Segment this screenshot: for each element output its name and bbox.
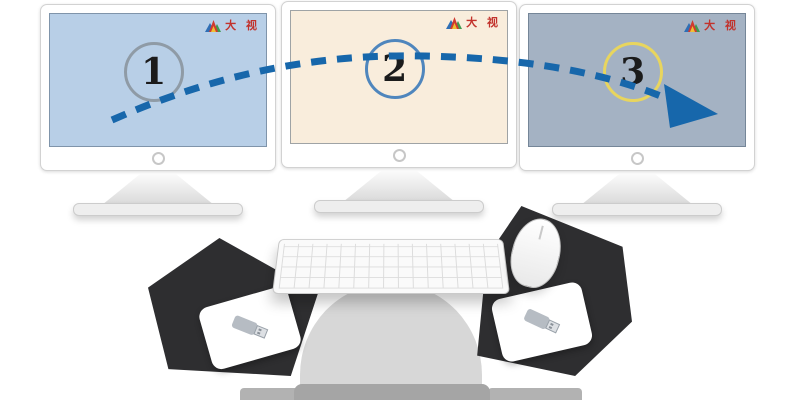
usb-flash-drive-icon	[231, 315, 269, 339]
brand-logo: 大 视	[684, 17, 739, 33]
brand-logo: 大 视	[446, 14, 501, 30]
monitor-2-chin	[290, 144, 508, 167]
device-base-right	[488, 388, 582, 400]
step-circle-3: 3	[602, 42, 663, 103]
brand-mountain-icon	[446, 16, 463, 29]
monitor-1-stand-base	[73, 203, 243, 216]
monitor-3-stand-neck	[581, 174, 693, 205]
brand-logo-text: 大 视	[466, 16, 501, 29]
usb-dongle-left	[196, 284, 304, 372]
brand-logo-text: 大 视	[225, 19, 260, 32]
step-number-3: 3	[620, 51, 646, 94]
monitor-1-stand-neck	[102, 174, 214, 205]
usb-flash-drive-icon	[524, 309, 561, 334]
monitor-3-chin	[528, 147, 746, 170]
monitor-2-bezel: 大 视 2	[281, 1, 517, 168]
chin-logo-icon	[630, 152, 644, 165]
desk-mound	[300, 284, 482, 400]
step-circle-2: 2	[364, 39, 425, 100]
monitor-2-screen: 大 视 2	[290, 10, 508, 144]
brand-mountain-icon	[684, 19, 701, 32]
monitor-2-stand-base	[314, 200, 484, 213]
mouse-scroll-line	[538, 225, 544, 240]
monitor-1: 大 视 1	[40, 4, 276, 226]
monitor-1-chin	[49, 147, 267, 170]
step-number-1: 1	[141, 51, 167, 94]
monitor-1-bezel: 大 视 1	[40, 4, 276, 171]
brand-logo: 大 视	[205, 17, 260, 33]
monitor-2: 大 视 2	[281, 1, 517, 223]
step-circle-1: 1	[123, 42, 184, 103]
monitor-3-bezel: 大 视 3	[519, 4, 755, 171]
monitor-3: 大 视 3	[519, 4, 755, 226]
monitor-2-stand-neck	[343, 171, 455, 202]
keyboard	[272, 238, 510, 294]
brand-logo-text: 大 视	[704, 19, 739, 32]
usb-dongle-right	[489, 280, 595, 364]
monitor-1-screen: 大 视 1	[49, 13, 267, 147]
step-number-2: 2	[382, 48, 408, 91]
monitor-3-stand-base	[552, 203, 722, 216]
keyboard-keys	[278, 243, 504, 289]
monitor-3-screen: 大 视 3	[528, 13, 746, 147]
chin-logo-icon	[151, 152, 165, 165]
brand-mountain-icon	[205, 19, 222, 32]
device-base-center	[294, 384, 490, 400]
chin-logo-icon	[392, 149, 406, 162]
